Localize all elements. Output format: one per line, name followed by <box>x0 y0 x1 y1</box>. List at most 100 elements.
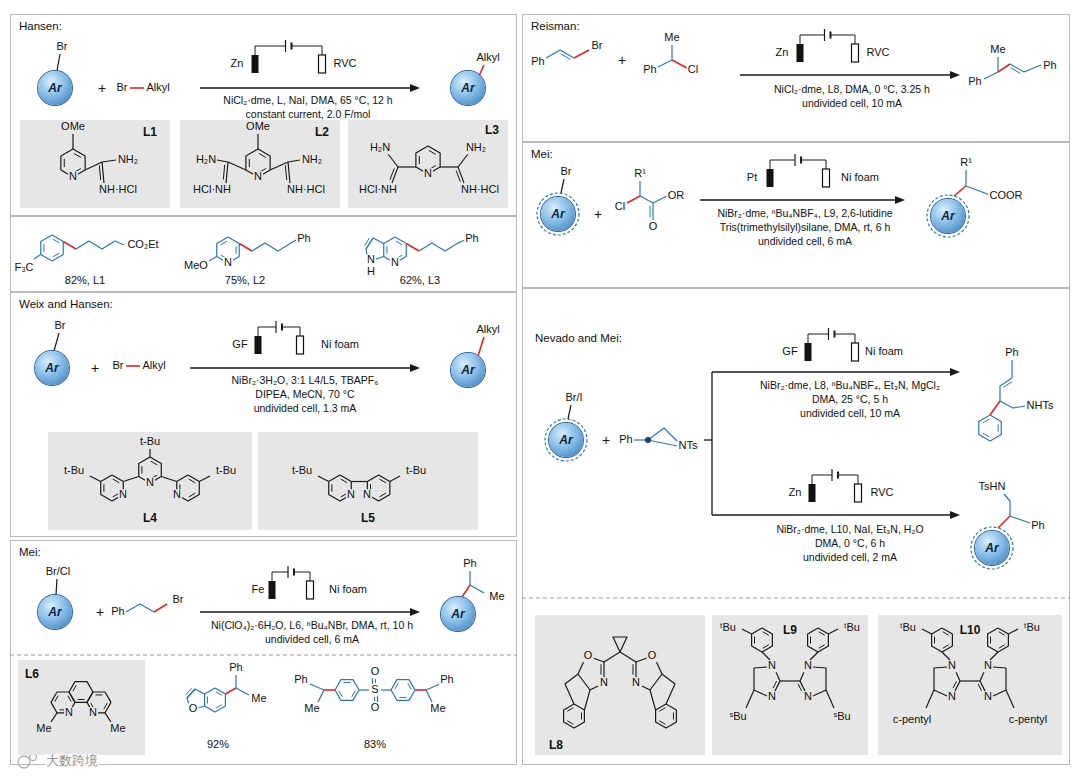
bond-line <box>671 45 672 60</box>
bond-line <box>76 241 124 249</box>
panel-text: MeO <box>183 260 209 272</box>
arrow-head <box>410 84 420 92</box>
reaction-panel: Nevado and Mei:Br/I+PhNTsGFNi foamNiBr₂·… <box>522 288 1070 765</box>
structure-drawing <box>522 14 1070 142</box>
bond-line <box>479 65 484 76</box>
panel-text: + <box>617 53 627 68</box>
bond-line <box>310 684 324 690</box>
bond-line <box>656 704 677 728</box>
bond-line <box>828 328 829 340</box>
bond-line <box>458 154 468 167</box>
bond-line <box>635 662 636 677</box>
bond-line <box>462 585 470 597</box>
panel-text: Alkyl <box>475 324 500 336</box>
panel-text: undivided cell, 6 mA <box>264 634 360 645</box>
bond-line <box>400 697 407 698</box>
bond-line <box>979 415 1002 441</box>
bond-line <box>113 479 119 483</box>
bond-line <box>999 386 1000 401</box>
bond-line <box>983 433 989 437</box>
heteroaryl-ring <box>971 527 1013 569</box>
panel-text: + <box>90 361 100 376</box>
bond-line <box>392 167 398 183</box>
bond-line <box>980 672 984 681</box>
ligand-box: ᵗBuL9ᵗBuNNNNˢBuˢBu <box>712 615 868 755</box>
panel-text: Zn <box>788 487 803 499</box>
bond-line <box>830 32 832 39</box>
watermark-icon <box>18 756 30 768</box>
cathode-symbol <box>319 55 326 73</box>
bond-line <box>388 154 398 167</box>
ligand-text: ᵗBu <box>719 622 737 634</box>
arrow-head <box>410 364 420 372</box>
bond-line <box>780 680 800 681</box>
anode-symbol <box>809 484 816 502</box>
panel-text: Br <box>560 166 573 178</box>
bond-line <box>390 168 394 179</box>
panel-text: GF <box>781 346 798 358</box>
bond-line <box>742 629 752 634</box>
ligand-text: c-pentyl <box>892 714 933 726</box>
heteroaryl-ring <box>545 419 587 461</box>
bond-line <box>819 632 825 635</box>
bond-line <box>960 680 980 681</box>
bond-line <box>275 321 276 333</box>
bond-line <box>922 629 932 634</box>
bond-line <box>239 244 252 252</box>
anode-symbol <box>767 169 774 187</box>
panel-text: NiCl₂·dme, L8, DMA, 0 °C, 3.25 h <box>773 84 931 95</box>
ligand-text: ᵗBu <box>899 622 917 634</box>
bond-line <box>375 679 376 683</box>
bond-line <box>1024 65 1041 72</box>
bond-line <box>199 476 210 482</box>
bond-line <box>398 166 416 167</box>
bond-line <box>205 688 226 712</box>
panel-text: Ni foam <box>328 584 368 596</box>
panel-text: Me <box>429 703 446 715</box>
panel-text: NiCl₂·dme, L, NaI, DMA, 65 °C, 12 h <box>222 95 393 106</box>
ligand-text: N <box>172 489 182 501</box>
panel-text: O <box>370 702 381 714</box>
panel-text: Alkyl <box>475 52 500 64</box>
panel-text: Br <box>56 41 69 53</box>
ligand-text: L8 <box>548 739 564 752</box>
bond-line <box>954 186 966 196</box>
ligand-text: c-pentyl <box>1008 714 1049 726</box>
heteroaryl-ring <box>537 193 579 235</box>
ligand-text: NH·HCl <box>286 184 326 196</box>
panel-text: Ph <box>296 233 311 245</box>
bond-line <box>287 566 288 578</box>
bond-line <box>236 688 249 695</box>
bond-line <box>1010 64 1024 72</box>
ligand-text: HCl·NH <box>192 184 232 196</box>
ligand-text: N <box>253 171 263 183</box>
panel-text: Reisman: <box>530 20 581 32</box>
bond-line <box>415 689 426 691</box>
panel-text: Zn <box>775 47 790 59</box>
panel-text: TsHN <box>978 481 1007 493</box>
bond-line <box>546 50 560 58</box>
bond-line <box>352 691 355 697</box>
bond-line <box>993 667 1006 696</box>
bond-line <box>773 681 777 688</box>
bond-line <box>57 54 60 71</box>
bond-line <box>770 160 795 169</box>
bond-line <box>574 50 589 58</box>
bond-line <box>578 661 598 690</box>
bond-line <box>96 694 103 695</box>
bond-line <box>228 162 246 170</box>
bond-line <box>642 661 662 690</box>
aryl-label: Ar <box>44 362 59 375</box>
bond-line <box>200 611 412 612</box>
bond-line <box>966 186 990 195</box>
bond-line <box>653 196 667 203</box>
bond-line <box>123 477 138 482</box>
stereo-dot <box>645 437 651 443</box>
bond-line <box>934 637 935 644</box>
bond-line <box>126 365 140 367</box>
bond-line <box>801 160 826 169</box>
ligand-box: ONNOL8 <box>535 615 705 755</box>
panel-text: NHTs <box>1026 400 1055 412</box>
bond-line <box>324 689 335 691</box>
